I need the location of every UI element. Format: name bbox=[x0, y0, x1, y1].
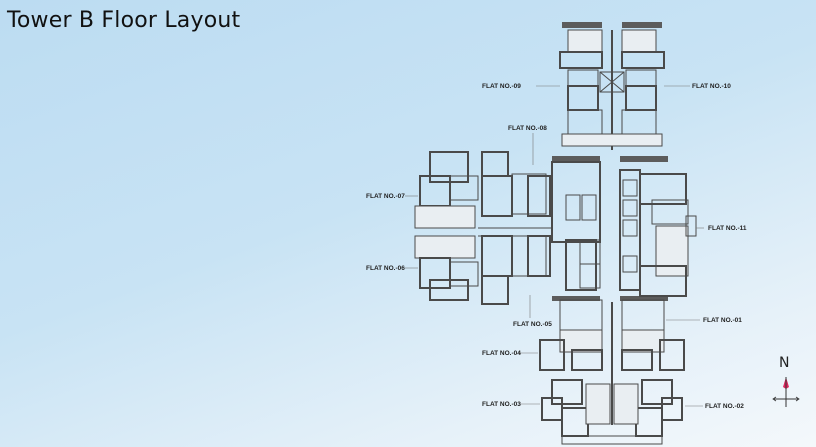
flat-label-03: FLAT NO.-03 bbox=[482, 401, 521, 408]
flat-label-11: FLAT NO.-11 bbox=[708, 225, 747, 232]
flat-label-05: FLAT NO.-05 bbox=[513, 321, 552, 328]
flat-label-01: FLAT NO.-01 bbox=[703, 317, 742, 324]
flat-label-10: FLAT NO.-10 bbox=[692, 83, 731, 90]
page-title: Tower B Floor Layout bbox=[7, 8, 241, 33]
west-wing bbox=[414, 151, 552, 305]
north-arrow-icon bbox=[772, 377, 800, 407]
flat-label-02: FLAT NO.-02 bbox=[705, 403, 744, 410]
core bbox=[551, 156, 668, 301]
north-label: N bbox=[779, 355, 790, 371]
flat-label-09: FLAT NO.-09 bbox=[482, 83, 521, 90]
south-wing bbox=[539, 299, 685, 445]
north-compass: N bbox=[770, 355, 804, 410]
east-wing bbox=[639, 173, 697, 297]
flat-label-08: FLAT NO.-08 bbox=[508, 125, 547, 132]
flat-label-04: FLAT NO.-04 bbox=[482, 350, 521, 357]
flat-label-07: FLAT NO.-07 bbox=[366, 193, 405, 200]
flat-label-06: FLAT NO.-06 bbox=[366, 265, 405, 272]
north-wing bbox=[559, 22, 665, 150]
